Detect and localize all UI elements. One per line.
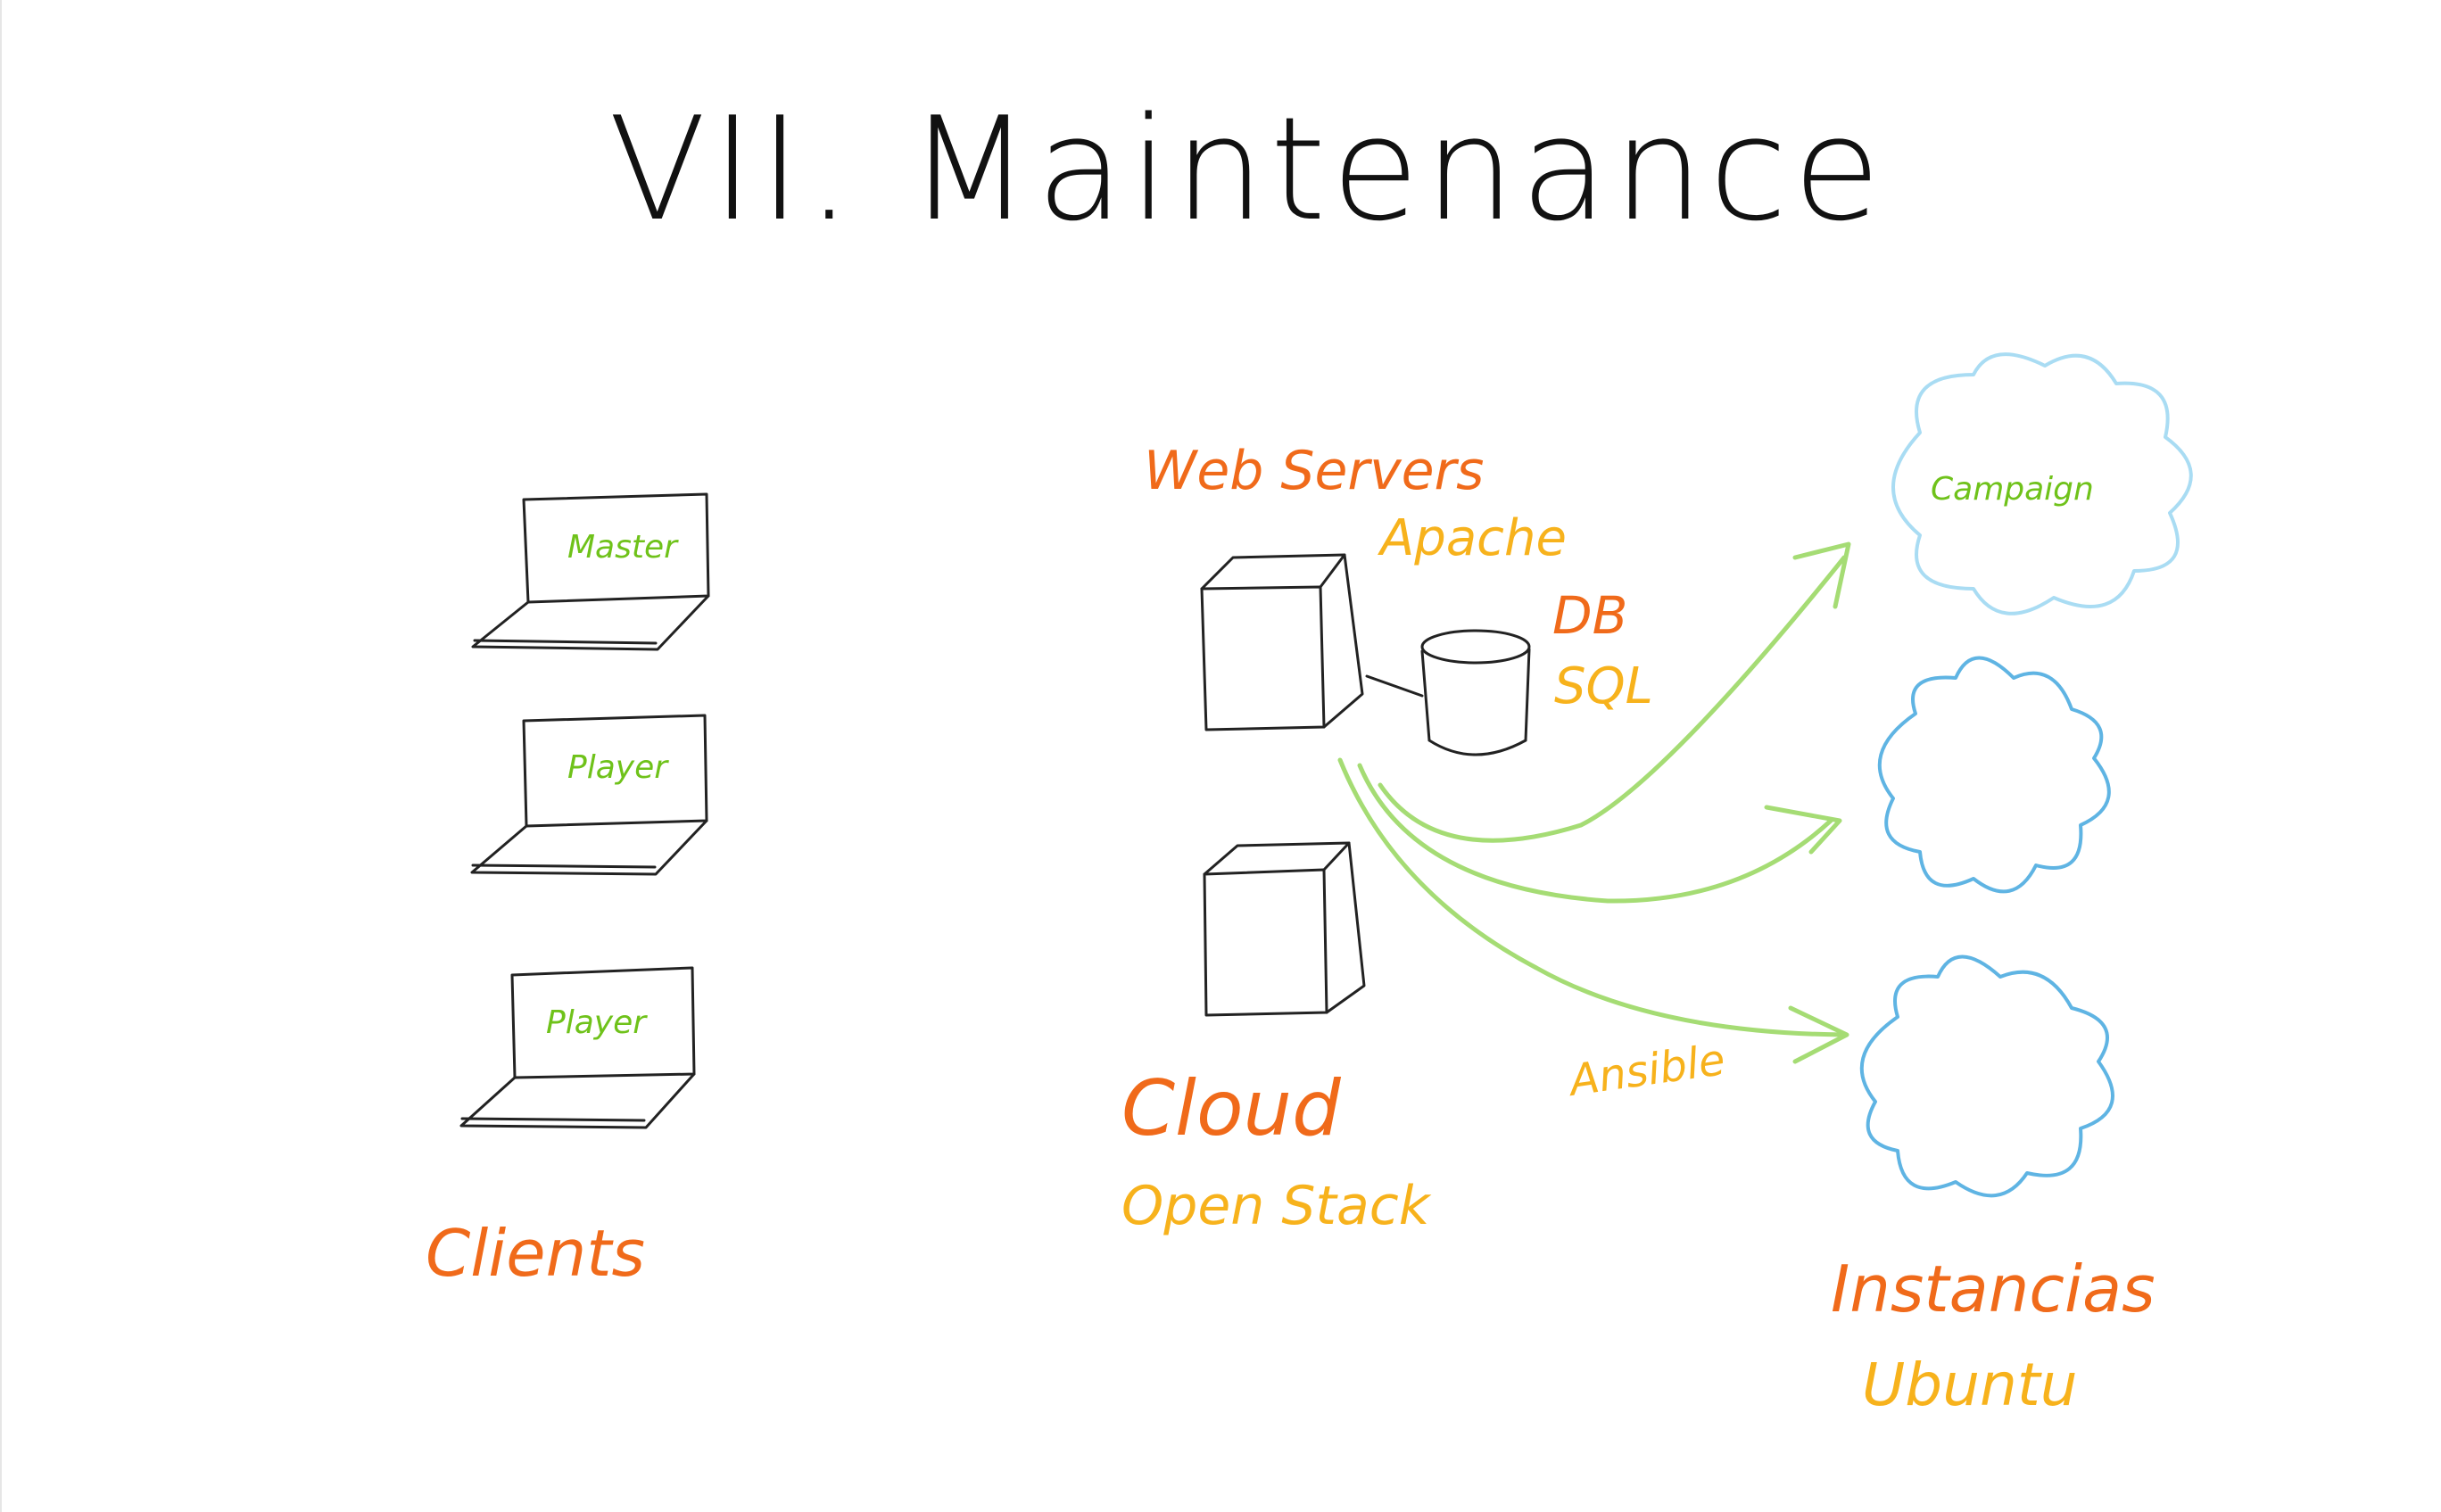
instances-label: Instancias [1831, 1252, 2156, 1326]
arrowhead-instance-2 [1764, 805, 1842, 855]
database-label: DB [1552, 585, 1627, 646]
arrowhead-campaign [1792, 541, 1851, 609]
laptop-master [471, 492, 710, 651]
server-box-1 [1200, 553, 1364, 731]
server-box-2 [1203, 841, 1366, 1017]
ansible-arrows [1337, 541, 1851, 1064]
cloud-software: Open Stack [1121, 1175, 1432, 1237]
cloud-instance-2 [1877, 656, 2111, 894]
database-cylinder [1365, 629, 1531, 756]
cloud-label-campaign: Campaign [1931, 471, 2094, 508]
ansible-label: Ansible [1564, 1035, 1728, 1106]
web-servers-label: Web Servers [1144, 440, 1484, 502]
laptop-label-player-1: Player [567, 749, 669, 786]
arrow-to-instance-3 [1337, 757, 1847, 1037]
laptop-label-master: Master [567, 529, 679, 566]
cloud-instance-3 [1859, 954, 2114, 1198]
clients-label: Clients [426, 1216, 645, 1291]
page-title: VII. Maintenance [608, 86, 1886, 252]
laptop-player-2 [459, 966, 696, 1129]
instances-software: Ubuntu [1862, 1351, 2078, 1419]
laptop-label-player-2: Player [546, 1004, 648, 1041]
arrowhead-instance-3 [1788, 1005, 1849, 1064]
cloud-label: Cloud [1121, 1064, 1341, 1153]
arrow-to-campaign [1378, 555, 1847, 843]
web-servers-software: Apache [1378, 509, 1567, 567]
cloud-instance-campaign [1891, 352, 2193, 616]
database-software: SQL [1554, 657, 1653, 715]
laptop-player-1 [470, 714, 708, 876]
arrow-to-instance-2 [1357, 763, 1833, 904]
